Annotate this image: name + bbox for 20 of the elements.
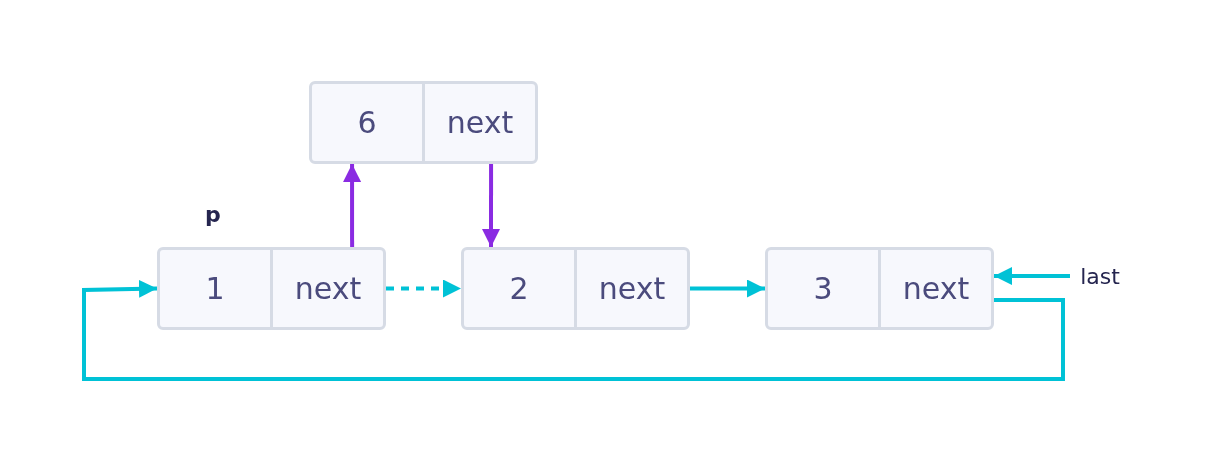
arrow xyxy=(690,279,765,298)
next-pointer-field: next xyxy=(294,271,362,306)
arrow xyxy=(82,279,1065,381)
arrow xyxy=(386,279,461,298)
next-pointer-field: next xyxy=(446,105,514,140)
data-value: 1 xyxy=(205,271,225,306)
arrow xyxy=(343,164,362,247)
data-value: 6 xyxy=(357,105,377,140)
next-pointer-field: next xyxy=(598,271,666,306)
list-node-box xyxy=(157,247,386,330)
data-value: 2 xyxy=(509,271,529,306)
list-node-box xyxy=(309,81,538,164)
list-node-box xyxy=(461,247,690,330)
arrow xyxy=(994,267,1070,286)
data-value: 3 xyxy=(813,271,833,306)
pointer-label: p xyxy=(205,202,221,227)
pointer-label: last xyxy=(1080,263,1120,289)
next-pointer-field: next xyxy=(902,271,970,306)
list-node-box xyxy=(765,247,994,330)
arrow xyxy=(482,164,500,247)
